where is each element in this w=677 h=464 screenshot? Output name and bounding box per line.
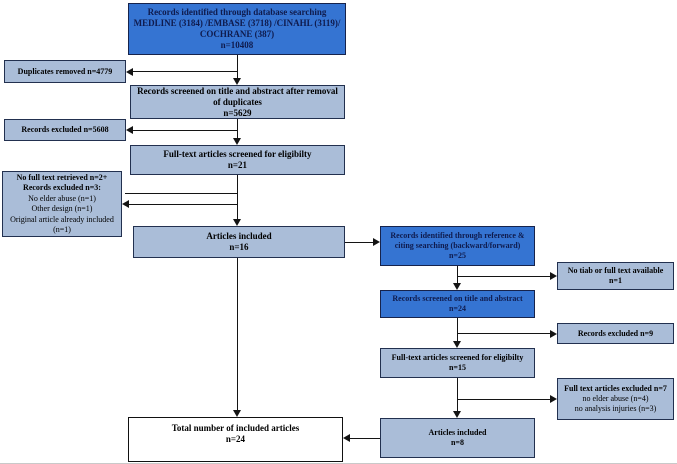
box-line: No full text retrieved n=2+ [16, 172, 108, 182]
connector-to-excluded-9 [457, 333, 551, 335]
box-line: Total number of included articles [171, 423, 300, 433]
connector-to-duplicates [132, 71, 237, 73]
arrowhead-down-icon [453, 283, 461, 290]
box-line: Duplicates removed n=4779 [17, 66, 113, 76]
box-duplicates-removed: Duplicates removed n=4779 [4, 60, 126, 83]
box-line: Records screened on title and abstract a… [137, 85, 338, 107]
box-articles-included-8: Articles included n=8 [380, 418, 535, 458]
box-line: No tiab or full text available [567, 266, 664, 275]
box-line: n=25 [448, 251, 466, 260]
box-line: n=5629 [223, 107, 252, 118]
connector-to-excluded-7 [457, 398, 551, 400]
box-records-screened-24: Records screened on title and abstract n… [380, 290, 535, 318]
box-line: (n=1) [53, 225, 71, 234]
connector-fulltext15-to-included8 [456, 378, 458, 412]
box-total-included-24: Total number of included articles n=24 [128, 417, 343, 462]
arrowhead-left-icon [122, 200, 129, 208]
box-line: Records screened on title and abstract [392, 294, 523, 303]
box-line: n=15 [448, 363, 466, 372]
box-line: n=1 [608, 276, 622, 285]
box-database-search: Records identified through database sear… [128, 3, 346, 55]
box-records-excluded-9: Records excluded n=9 [557, 323, 674, 344]
box-line: n=24 [448, 304, 466, 313]
box-line: Records identified through database sear… [147, 7, 327, 17]
box-line: Articles included [428, 428, 487, 437]
arrowhead-down-icon [233, 410, 241, 417]
box-line: no elder abuse (n=4) [582, 394, 649, 403]
box-line: no analysis injuries (n=3) [574, 404, 657, 413]
arrowhead-down-icon [233, 78, 241, 85]
connector-screened24-to-fulltext15 [456, 318, 458, 342]
box-fulltext-screened-21: Full-text articles screened for eligibil… [130, 145, 345, 175]
box-line: n=16 [229, 242, 249, 252]
box-line: Full-text articles screened for eligibil… [391, 353, 524, 362]
box-line: Records excluded n=9 [577, 328, 654, 338]
arrowhead-left-icon [126, 126, 133, 134]
box-line: Records excluded n=5608 [21, 125, 109, 134]
arrowhead-right-icon [373, 238, 380, 246]
arrowhead-right-icon [550, 272, 557, 280]
box-line: No elder abuse (n=1) [28, 193, 96, 203]
box-exclusions-left: No full text retrieved n=2+ Records excl… [2, 171, 122, 237]
arrowhead-down-icon [233, 138, 241, 145]
box-line: MEDLINE (3184) /EMBASE (3718) /CINAHL (3… [133, 18, 341, 28]
box-line: n=21 [227, 160, 248, 170]
box-records-excluded-5608: Records excluded n=5608 [4, 119, 126, 141]
connector-screened-to-fulltext [236, 119, 238, 139]
box-line: n=24 [225, 434, 246, 444]
connector-included-to-refcite [345, 241, 373, 243]
box-articles-included-16: Articles included n=16 [133, 226, 345, 258]
connector-fulltext-to-included [236, 175, 238, 220]
box-line: Other design (n=1) [31, 204, 93, 213]
arrowhead-right-icon [550, 329, 557, 338]
box-line: Full-text articles screened for eligibil… [163, 149, 312, 159]
connector-to-no-tiab [457, 275, 551, 277]
arrowhead-down-icon [453, 341, 461, 348]
box-line: Articles included [206, 231, 272, 241]
arrowhead-left-icon [126, 67, 133, 76]
box-records-screened-dedup: Records screened on title and abstract a… [130, 85, 345, 119]
connector-db-to-screened [236, 55, 238, 79]
connector-included8-to-total [349, 437, 380, 439]
box-line: Full text articles excluded n=7 [564, 384, 667, 393]
box-line: Records excluded n=3: [23, 183, 101, 192]
connector-to-excluded-5608 [132, 129, 237, 131]
arrowhead-left-icon [343, 434, 350, 442]
box-fulltext-excluded-7: Full text articles excluded n=7 no elder… [557, 378, 674, 420]
box-fulltext-screened-15: Full-text articles screened for eligibil… [380, 348, 535, 378]
box-reference-citing-search: Records identified through reference & c… [380, 226, 535, 266]
box-no-tiab: No tiab or full text available n=1 [557, 262, 674, 290]
connector-included16-to-total [236, 258, 238, 411]
arrowhead-right-icon [550, 395, 557, 403]
arrowhead-down-icon [233, 219, 241, 226]
box-line: Original article already included [10, 214, 114, 224]
arrowhead-down-icon [453, 411, 461, 418]
box-line: n=8 [450, 438, 464, 447]
figure-bottom-edge [0, 462, 677, 464]
box-line: n=10408 [220, 40, 254, 50]
box-line: Records identified through reference & c… [390, 231, 525, 250]
connector-refcite-to-screened24 [456, 266, 458, 284]
connector-to-left-exclusion-upper [125, 193, 237, 195]
box-line: COCHRANE (387) [199, 29, 275, 39]
connector-to-left-exclusion [128, 203, 237, 205]
